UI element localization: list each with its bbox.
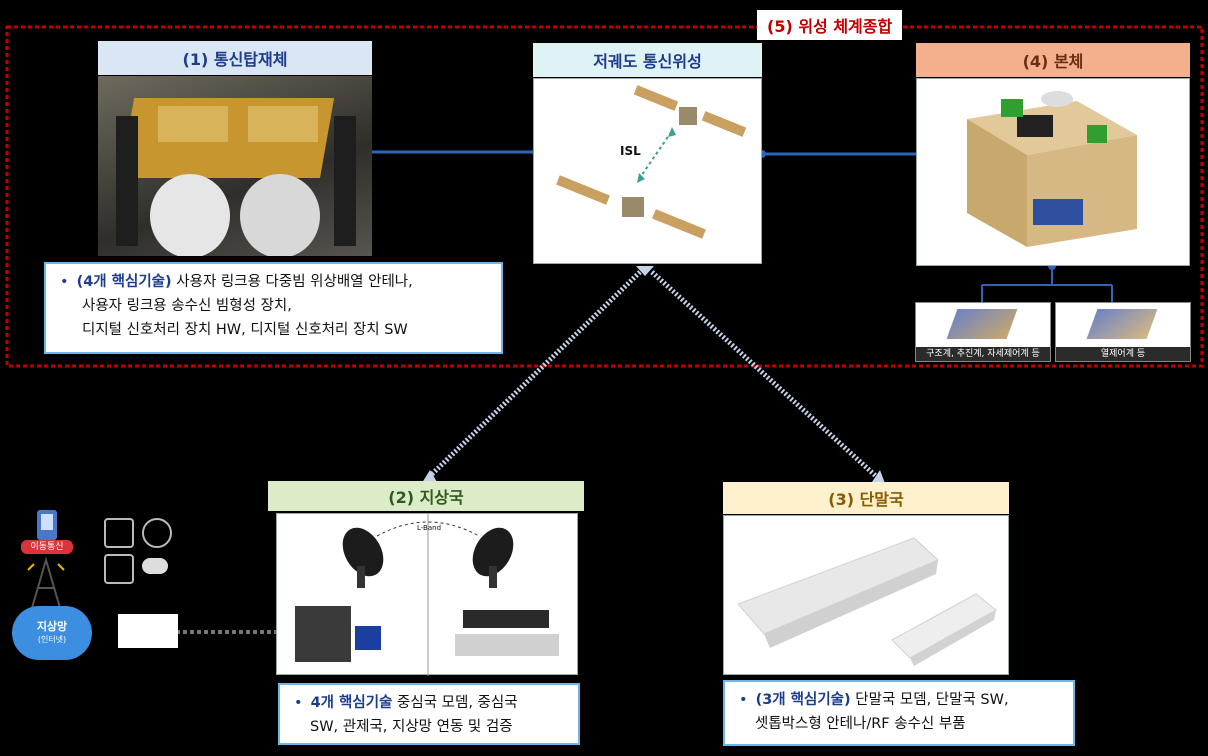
isl-label: ISL bbox=[620, 144, 641, 158]
network-sublabel: (인터넷) bbox=[12, 634, 92, 645]
bus-image bbox=[916, 78, 1190, 266]
structure-module-icon bbox=[947, 309, 1018, 339]
bus-sub1-label: 구조계, 추진계, 자세제어계 등 bbox=[916, 347, 1050, 361]
system-integration-label: (5) 위성 체계종합 bbox=[757, 10, 902, 40]
network-connector-box bbox=[118, 614, 178, 648]
terminal-title: (3) 단말국 bbox=[723, 482, 1009, 514]
wireless-icon bbox=[142, 518, 172, 548]
terminal-image bbox=[723, 515, 1009, 675]
satellite-lower-icon bbox=[556, 175, 706, 239]
dish-antenna-left-icon bbox=[334, 520, 391, 588]
ground-station-image: L-Band bbox=[276, 513, 578, 675]
payload-title: (1) 통신탑재체 bbox=[98, 41, 372, 75]
band-label: L-Band bbox=[417, 524, 441, 532]
leo-satellite-image: ISL bbox=[533, 78, 762, 264]
document-icon bbox=[104, 518, 134, 548]
bus-sub-thermal: 열제어계 등 bbox=[1055, 302, 1191, 362]
cell-tower-icon bbox=[26, 556, 66, 610]
mobile-label: 이동통신 bbox=[21, 540, 73, 554]
ground-station-description: •4개 핵심기술 중심국 모뎀, 중심국 SW, 관제국, 지상망 연동 및 검… bbox=[278, 683, 580, 745]
terminal-description: •(3개 핵심기술) 단말국 모뎀, 단말국 SW, 셋톱박스형 안테나/RF … bbox=[723, 680, 1075, 746]
network-label: 지상망 bbox=[12, 618, 92, 634]
payload-photo bbox=[98, 76, 372, 256]
cloud-icon bbox=[142, 558, 168, 574]
thermal-module-icon bbox=[1087, 309, 1158, 339]
dish-antenna-right-icon bbox=[464, 520, 521, 588]
phone-icon bbox=[37, 510, 57, 540]
payload-description: •(4개 핵심기술) 사용자 링크용 다중빔 위상배열 안테나, 사용자 링크용… bbox=[44, 262, 503, 354]
bus-title: (4) 본체 bbox=[916, 43, 1190, 77]
leo-satellite-title: 저궤도 통신위성 bbox=[533, 43, 762, 77]
terrestrial-network-cloud: 지상망 (인터넷) bbox=[12, 606, 92, 660]
bus-sub-structure: 구조계, 추진계, 자세제어계 등 bbox=[915, 302, 1051, 362]
bus-sub2-label: 열제어계 등 bbox=[1056, 347, 1190, 361]
satellite-upper-icon bbox=[634, 85, 747, 137]
services-icons bbox=[98, 514, 178, 586]
ground-station-title: (2) 지상국 bbox=[268, 481, 584, 511]
chart-icon bbox=[104, 554, 134, 584]
